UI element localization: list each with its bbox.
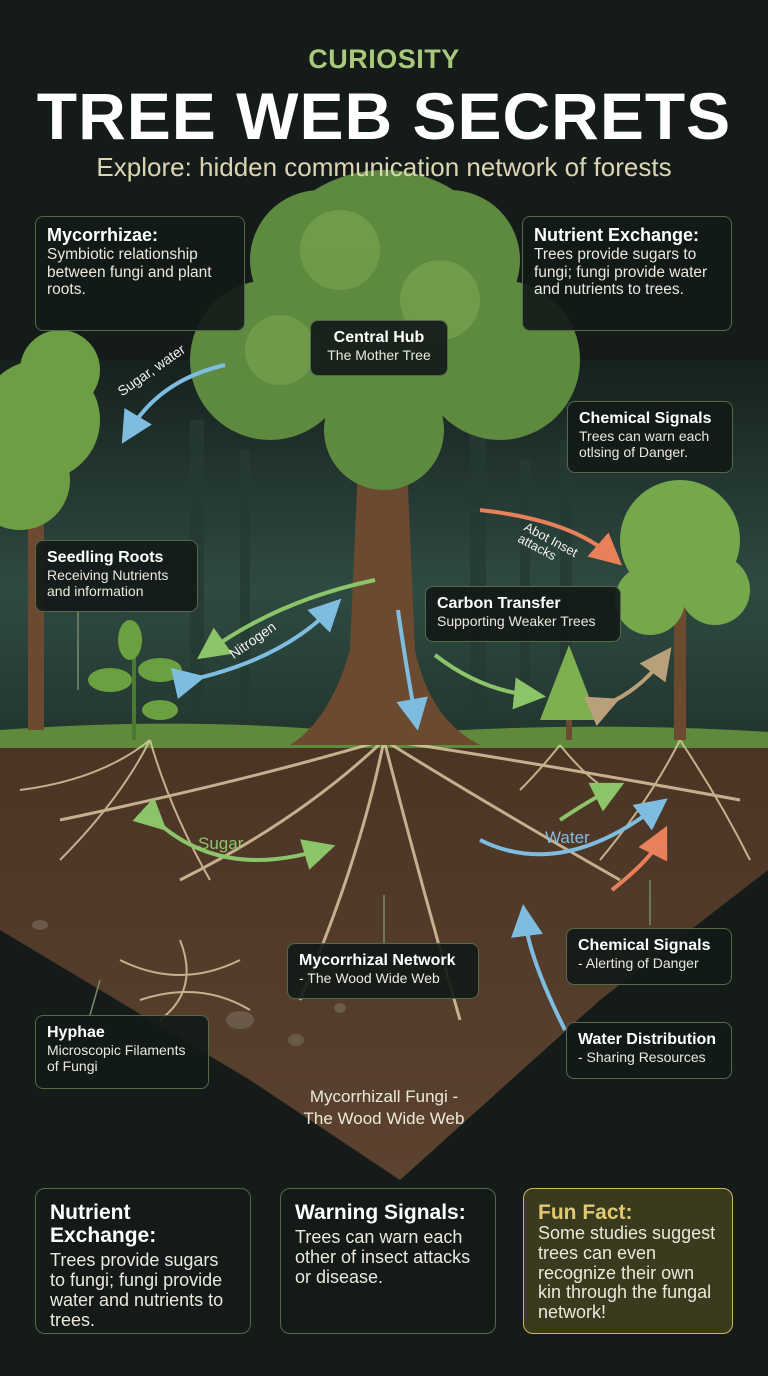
callout-text: - Sharing Resources [578,1049,706,1066]
kicker-label: CURIOSITY [308,44,460,74]
page-subtitle: Explore: hidden communication network of… [96,152,672,182]
insect-arrow [479,508,623,566]
card-text: Some studies suggest trees can even reco… [538,1223,716,1323]
right-tree [615,480,750,740]
tan-arrow [583,647,672,727]
callout-title: Chemical Signals [579,410,712,427]
seedling [88,620,182,740]
callout-title: Central Hub [333,329,425,346]
orange-up-arrow [610,825,668,892]
carbon-arrow [433,653,546,710]
sugar-water-arrow [121,363,226,444]
left-tree [0,330,100,730]
callout-chemical-signals-bottom: Chemical Signals - Alerting of Danger [566,928,732,985]
callout-title: Nutrient Exchange: [534,225,700,245]
callout-text: Supporting Weaker Trees [437,613,596,630]
callout-water-distribution: Water Distribution - Sharing Resources [566,1022,732,1079]
card-fun-fact: Fun Fact: Some studies suggest trees can… [523,1188,733,1334]
callout-title: Hyphae [47,1024,105,1041]
card-nutrient-exchange: Nutrient Exchange: Trees provide sugars … [35,1188,251,1334]
water-up-arrow [511,904,567,1031]
callout-text: Trees can warn each otlsing of Danger. [579,428,710,461]
callout-title: Mycorrhizal Network [299,952,456,969]
card-text: Trees can warn each other of insect atta… [295,1227,471,1287]
callout-central-hub: Central Hub The Mother Tree [310,320,448,376]
callout-seedling-roots: Seedling Roots Receiving Nutrients and i… [35,540,198,612]
callout-carbon-transfer: Carbon Transfer Supporting Weaker Trees [425,586,621,642]
nitrogen-blue-arrow [170,598,342,700]
callout-hyphae: Hyphae Microscopic Filaments of Fungi [35,1015,209,1089]
card-title: Warning Signals: [295,1201,466,1224]
water-green-arrow [558,782,625,822]
callout-title: Mycorrhizae: [47,225,159,245]
trunk-down-arrow [396,609,428,731]
card-title: Nutrient Exchange: [50,1201,157,1248]
callout-mycorrhizae: Mycorrhizae: Symbiotic relationship betw… [35,216,245,331]
connector-lines [77,610,651,1016]
callout-mycorrhizal-network: Mycorrhizal Network - The Wood Wide Web [287,943,479,999]
arrow-label-sugar: Sugar [198,834,244,853]
callout-title: Chemical Signals [578,937,711,954]
card-title: Fun Fact: [538,1201,633,1224]
callout-text: Trees provide sugars to fungi; fungi pro… [534,245,708,299]
callout-text: - The Wood Wide Web [299,970,440,987]
sugar-arrow [132,797,336,870]
card-text: Trees provide sugars to fungi; fungi pro… [50,1250,224,1330]
caption-line-2: The Wood Wide Web [303,1109,465,1129]
caption-line-1: Mycorrhizall Fungi - [309,1087,459,1106]
arrow-label-water: Water [545,828,590,847]
callout-text: Symbiotic relationship between fungi and… [47,245,212,299]
callout-text: Receiving Nutrients and information [47,567,169,600]
callout-nutrient-exchange: Nutrient Exchange: Trees provide sugars … [522,216,732,331]
callout-text: The Mother Tree [327,347,431,364]
flow-arrows [121,363,672,1031]
card-warning-signals: Warning Signals: Trees can warn each oth… [280,1188,496,1334]
callout-chemical-signals-top: Chemical Signals Trees can warn each otl… [567,401,733,473]
callout-text: - Alerting of Danger [578,955,699,972]
callout-title: Water Distribution [578,1031,717,1048]
sapling [540,645,598,740]
callout-title: Carbon Transfer [437,595,561,612]
page-title: TREE WEB SECRETS [36,79,732,153]
diagram-caption: Mycorrhizall Fungi - The Wood Wide Web [234,1086,534,1130]
callout-title: Seedling Roots [47,549,164,566]
callout-text: Microscopic Filaments of Fungi [47,1042,186,1075]
water-arrow [479,798,668,857]
